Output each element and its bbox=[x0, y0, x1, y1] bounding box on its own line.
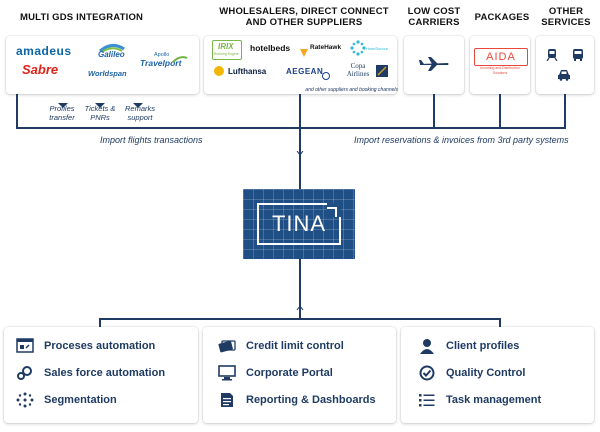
aegean-logo: AEGEAN bbox=[286, 67, 324, 76]
feature-label: Segmentation bbox=[44, 394, 117, 406]
feature-label: Reporting & Dashboards bbox=[246, 394, 376, 406]
travelport-swoosh-icon bbox=[172, 50, 188, 63]
copa-logo: Copa Airlines bbox=[346, 62, 370, 78]
feature-task-management: Task management bbox=[418, 392, 541, 408]
tina-block: TINA bbox=[243, 189, 355, 259]
tina-frame: TINA bbox=[257, 203, 341, 245]
feature-sales-force: Sales force automation bbox=[16, 365, 165, 381]
triangle-icon bbox=[56, 96, 70, 108]
feature-label: Proceses automation bbox=[44, 340, 156, 352]
feature-label: Credit limit control bbox=[246, 340, 344, 352]
lufthansa-logo: Lufthansa bbox=[228, 67, 267, 76]
connector-main-top bbox=[299, 94, 301, 194]
feature-label: Task management bbox=[446, 394, 542, 406]
note-tickets: Tickets & PNRs bbox=[84, 104, 116, 122]
gds-box: amadeus Sabre Galileo Worldspan Apollo T… bbox=[6, 36, 199, 94]
import-flights-label: Import flights transactions bbox=[100, 135, 203, 145]
header-other: OTHER SERVICES bbox=[541, 6, 591, 28]
airplane-icon bbox=[418, 56, 450, 72]
triangle-icon bbox=[131, 96, 145, 108]
connector-gds bbox=[16, 94, 18, 128]
train-icon bbox=[546, 48, 558, 62]
arrow-up-icon bbox=[296, 298, 304, 311]
ratehawk-mark-icon bbox=[300, 44, 308, 57]
feature-reporting: Reporting & Dashboards bbox=[218, 392, 376, 408]
bus-icon bbox=[572, 48, 584, 61]
feature-process-automation: Proceses automation bbox=[16, 338, 155, 354]
note-profiles: Profiles transfer bbox=[49, 104, 75, 122]
connector-other bbox=[564, 94, 566, 128]
irix-sub: Booking Engine bbox=[214, 52, 239, 56]
sabre-logo: Sabre bbox=[22, 62, 59, 77]
feature-label: Quality Control bbox=[446, 367, 526, 379]
gears-icon bbox=[17, 366, 32, 380]
packages-box: AIDA Incoming and Distribution Solutions bbox=[470, 36, 530, 94]
galileo-logo: Galileo bbox=[98, 50, 125, 59]
connector-horizontal-top bbox=[16, 127, 566, 129]
lufthansa-crane-icon bbox=[214, 66, 224, 76]
features-box-1 bbox=[4, 327, 198, 423]
connector-col1 bbox=[99, 318, 101, 327]
aegean-mark-icon bbox=[322, 67, 330, 80]
aida-logo-frame: AIDA bbox=[474, 48, 528, 66]
car-icon bbox=[557, 68, 571, 81]
header-lowcost: LOW COST CARRIERS bbox=[407, 6, 461, 28]
connector-horizontal-bottom bbox=[99, 318, 501, 320]
check-badge-icon bbox=[419, 365, 435, 381]
credit-icon: $ bbox=[218, 340, 236, 353]
import-reservations-label: Import reservations & invoices from 3rd … bbox=[354, 135, 569, 145]
monitor-icon bbox=[218, 365, 236, 381]
connector-col3 bbox=[499, 318, 501, 327]
ratehawk-logo: RateHawk bbox=[310, 44, 342, 51]
list-icon bbox=[419, 394, 435, 407]
hotelsource-logo: HotelSource bbox=[366, 46, 389, 51]
aida-logo: AIDA bbox=[486, 51, 516, 63]
apollo-logo: Apollo bbox=[154, 52, 170, 58]
feature-quality-control: Quality Control bbox=[418, 365, 525, 381]
triangle-icon bbox=[93, 96, 107, 108]
feature-credit-limit: $ Credit limit control bbox=[218, 338, 344, 354]
connector-packages bbox=[499, 94, 501, 128]
tina-corner-cut bbox=[327, 203, 341, 217]
header-gds: MULTI GDS INTEGRATION bbox=[20, 12, 144, 23]
feature-label: Corporate Portal bbox=[246, 367, 333, 379]
report-icon bbox=[221, 393, 233, 407]
arrow-down-icon bbox=[296, 144, 304, 156]
header-packages: PACKAGES bbox=[474, 12, 530, 23]
galileo-mark-icon bbox=[98, 40, 126, 53]
feature-label: Sales force automation bbox=[44, 367, 166, 379]
hotelbeds-logo: hotelbeds bbox=[250, 43, 291, 53]
irix-logo-frame: IRIX Booking Engine bbox=[212, 40, 242, 60]
connector-lowcost bbox=[433, 94, 435, 128]
copa-mark-icon bbox=[376, 64, 388, 77]
feature-label: Client profiles bbox=[446, 340, 520, 352]
feature-client-profiles: Client profiles bbox=[418, 338, 519, 354]
user-icon bbox=[420, 339, 434, 354]
connector-main-bottom bbox=[299, 259, 301, 319]
header-wholesalers: WHOLESALERS, DIRECT CONNECT AND OTHER SU… bbox=[219, 6, 389, 28]
tina-title: TINA bbox=[271, 211, 327, 236]
wholesalers-box: IRIX Booking Engine hotelbeds RateHawk H… bbox=[204, 36, 397, 94]
feature-segmentation: Segmentation bbox=[16, 392, 117, 408]
note-remarks: Remarks support bbox=[124, 104, 155, 122]
worldspan-logo: Worldspan bbox=[88, 69, 127, 78]
segmentation-icon bbox=[16, 392, 34, 408]
process-icon bbox=[16, 338, 34, 353]
irix-logo: IRIX bbox=[218, 42, 234, 51]
lowcost-box bbox=[404, 36, 464, 94]
suppliers-note: and other suppliers and booking channels bbox=[305, 87, 398, 93]
hotelsource-mark-icon bbox=[350, 40, 366, 56]
aida-sub: Incoming and Distribution Solutions bbox=[480, 66, 520, 75]
travelport-logo: Travelport bbox=[140, 58, 182, 68]
other-box bbox=[536, 36, 594, 94]
svg-text:$: $ bbox=[226, 343, 230, 350]
tina-corner-mark bbox=[327, 207, 337, 217]
amadeus-logo: amadeus bbox=[16, 44, 72, 58]
feature-corporate-portal: Corporate Portal bbox=[218, 365, 333, 381]
